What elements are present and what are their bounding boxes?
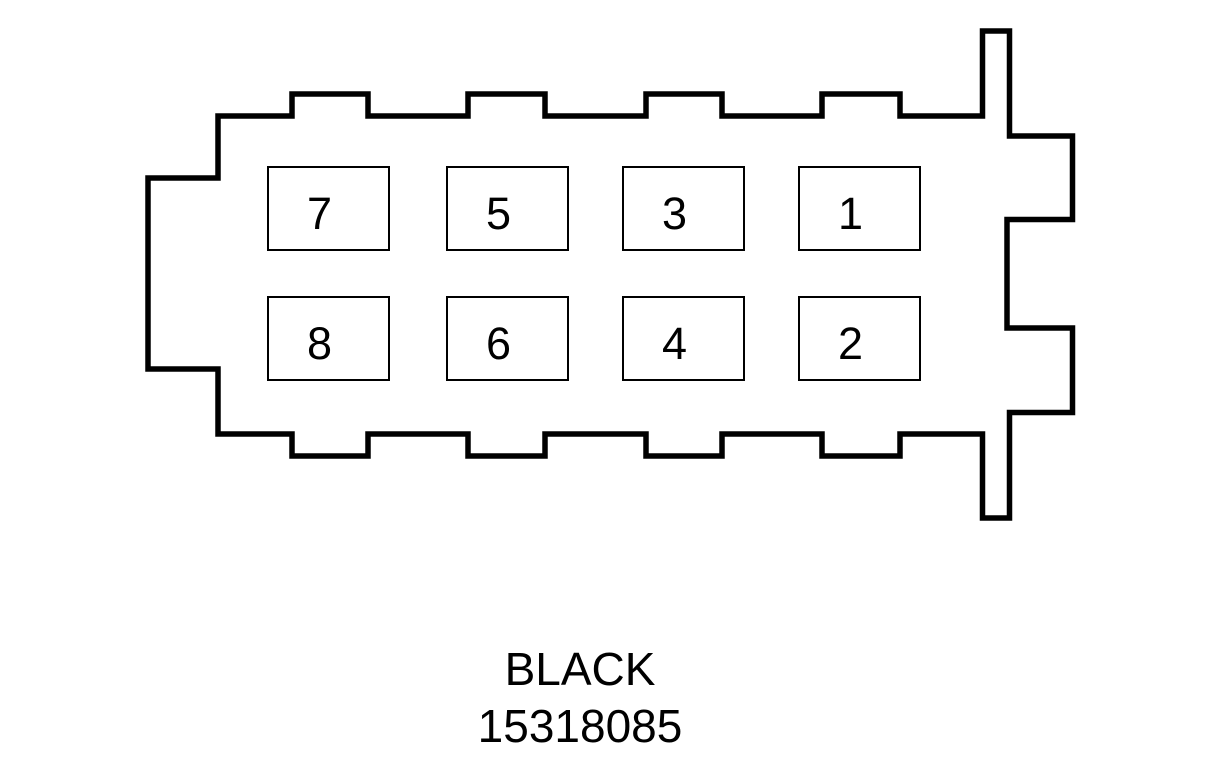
- pin-number-1: 1: [837, 188, 864, 239]
- pin-cavity-3: 3: [622, 166, 745, 251]
- pin-cavity-4: 4: [622, 296, 745, 381]
- pin-number-8: 8: [306, 318, 333, 369]
- pin-number-7: 7: [306, 188, 333, 239]
- pin-cavity-2: 2: [798, 296, 921, 381]
- pin-number-3: 3: [661, 188, 688, 239]
- connector-caption: BLACK 15318085: [380, 641, 780, 755]
- connector-part-number: 15318085: [477, 700, 683, 752]
- pin-number-2: 2: [837, 318, 864, 369]
- connector-color-label: BLACK: [504, 643, 656, 695]
- pin-number-4: 4: [661, 318, 688, 369]
- pin-cavity-8: 8: [267, 296, 390, 381]
- pin-cavity-7: 7: [267, 166, 390, 251]
- connector-housing-polygon: [145, 28, 1076, 521]
- pin-cavity-1: 1: [798, 166, 921, 251]
- pin-cavity-6: 6: [446, 296, 569, 381]
- pin-cavity-5: 5: [446, 166, 569, 251]
- pin-number-5: 5: [485, 188, 512, 239]
- pin-number-6: 6: [485, 318, 512, 369]
